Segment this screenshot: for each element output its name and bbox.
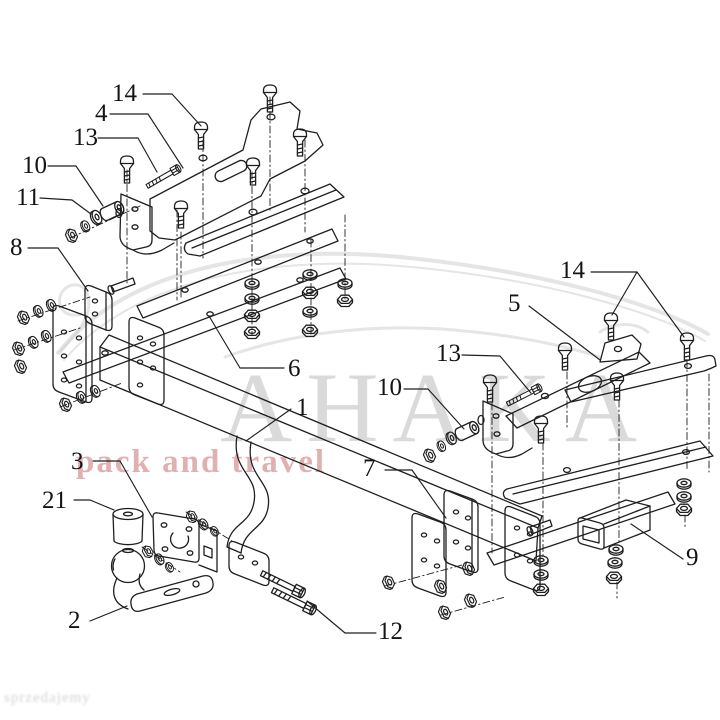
part-label-12: 12	[378, 618, 403, 645]
part-label-3: 3	[71, 448, 84, 475]
tagline-watermark: pack and travel	[76, 444, 327, 480]
leader-lines	[27, 93, 685, 634]
receiver-box	[577, 499, 651, 550]
part-label-14-right: 14	[560, 257, 585, 284]
part-label-13-right: 13	[436, 340, 461, 367]
part-label-1: 1	[296, 394, 309, 421]
part-label-2: 2	[68, 607, 81, 634]
part-label-4: 4	[95, 100, 108, 127]
mounting-plate-left	[115, 101, 345, 257]
brand-watermark: AHAKA	[220, 352, 652, 463]
ball-cover-cap	[112, 507, 144, 546]
part-label-9: 9	[686, 544, 699, 571]
part-label-10-left: 10	[22, 152, 47, 179]
ball-arm	[113, 573, 214, 612]
part-label-5: 5	[508, 290, 521, 317]
tow-ball	[110, 547, 146, 584]
part-label-7: 7	[363, 455, 376, 482]
part-label-13-left: 13	[73, 124, 98, 151]
flange-plate	[152, 512, 218, 573]
part-label-14-left: 14	[112, 80, 137, 107]
swan-neck-support	[226, 435, 270, 587]
part-label-21: 21	[42, 487, 67, 514]
part-label-8: 8	[10, 234, 23, 261]
end-plate-left	[52, 277, 165, 406]
corner-watermark: sprzedajemy	[4, 690, 91, 706]
part-label-6: 6	[288, 355, 301, 382]
bracket-right	[411, 489, 553, 598]
part-label-10-right: 10	[377, 374, 402, 401]
mounting-plate-right	[477, 334, 717, 566]
part-label-11: 11	[16, 184, 41, 211]
chassis-strip-upper	[136, 228, 339, 319]
